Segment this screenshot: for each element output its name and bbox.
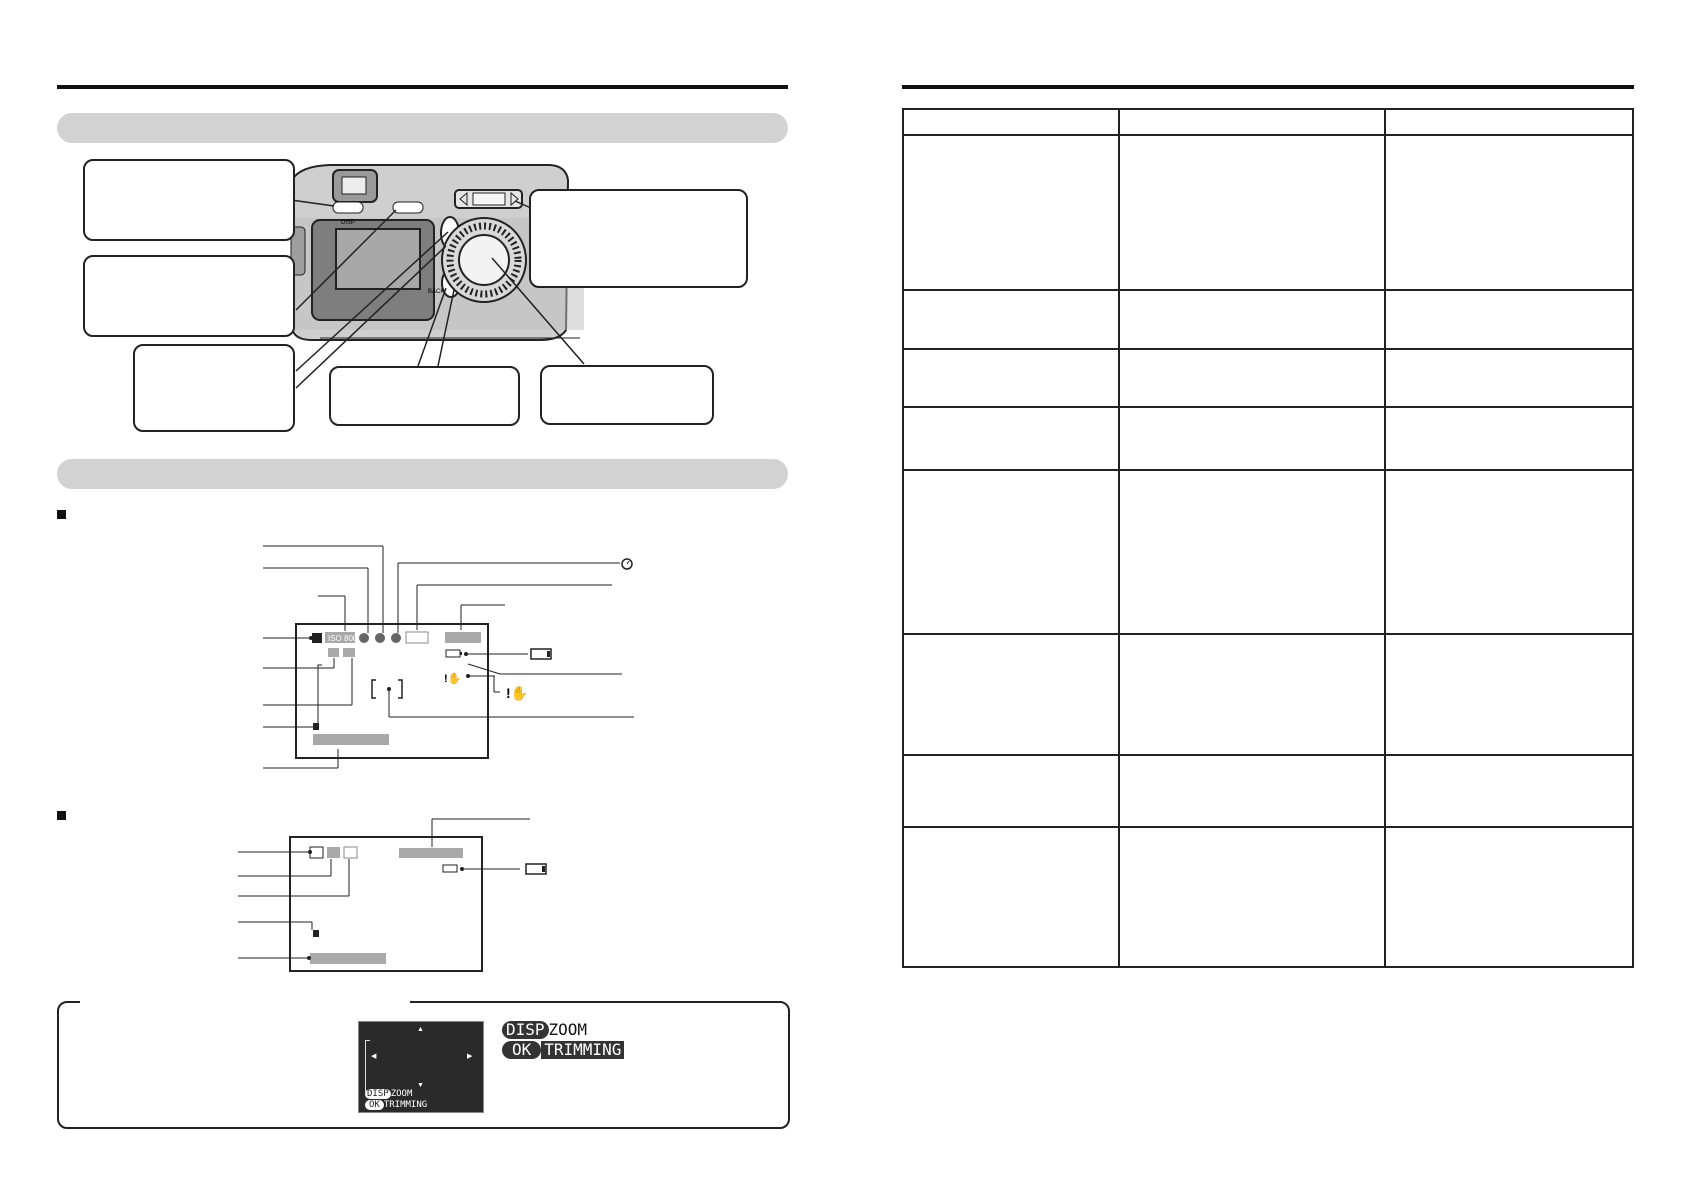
callout-menu-ok-button (133, 344, 295, 432)
ok-trimming-legend: OK TRIMMING (502, 1040, 625, 1059)
battery-icon (530, 648, 552, 660)
preview-zoom-label: ZOOM (390, 1089, 413, 1099)
table-header-cell (1384, 108, 1634, 136)
back-camera-label: BACK (428, 289, 444, 295)
camera-shake-warning-icon: !✋ (506, 685, 528, 701)
note-box-title-gap (80, 998, 410, 1004)
table-row (902, 289, 1634, 350)
preview-arrow-right: ▶ (467, 1053, 473, 1060)
self-timer-icon (621, 558, 633, 570)
trimming-label: TRIMMING (541, 1040, 625, 1059)
ok-badge: OK (502, 1040, 542, 1059)
callout-zoom-button (529, 189, 748, 288)
table-row (902, 406, 1634, 471)
right-header-rule (902, 85, 1634, 89)
playback-screen-diagram (238, 818, 547, 972)
table-header-row (902, 108, 1634, 136)
svg-text:!✋: !✋ (444, 672, 461, 685)
playback-mode-bullet (57, 811, 66, 820)
table-row (902, 633, 1634, 756)
callout-back-button (329, 366, 520, 426)
left-header-rule (57, 85, 788, 89)
disp-camera-label: DISP (341, 220, 355, 226)
preview-disp-badge: DISP (365, 1089, 391, 1099)
preview-arrow-left: ◀ (371, 1053, 377, 1060)
callout-flash-button (83, 255, 295, 337)
preview-arrow-up: ▲ (417, 1026, 424, 1033)
section-band-lcd-display (57, 459, 788, 489)
zoom-trimming-note-box (57, 1001, 790, 1129)
table-row (902, 826, 1634, 968)
disp-zoom-legend: DISP ZOOM (502, 1020, 587, 1039)
battery-icon-playback (525, 863, 547, 875)
preview-arrow-down: ▼ (417, 1082, 424, 1089)
table-row (902, 348, 1634, 408)
table-row (902, 469, 1634, 635)
shooting-screen-diagram: ISO 800 !✋ !✋ (263, 545, 634, 769)
table-header-cell (1118, 108, 1386, 136)
table-row (902, 134, 1634, 291)
section-band-camera-parts (57, 113, 788, 143)
table-row (902, 754, 1634, 828)
camera-illustration: DISP MENU /OK BACK (290, 164, 585, 389)
preview-bracket (365, 1040, 370, 1092)
spec-table (902, 108, 1634, 968)
preview-ok-badge: OK (365, 1100, 384, 1110)
zoom-label: ZOOM (548, 1020, 588, 1039)
callout-mode-dial (540, 365, 714, 425)
iso-badge: ISO 800 (328, 634, 358, 643)
preview-trimming-label: TRIMMING (383, 1100, 428, 1110)
disp-badge: DISP (502, 1020, 549, 1039)
shooting-mode-bullet (57, 510, 66, 519)
table-header-cell (902, 108, 1120, 136)
callout-disp-button (83, 159, 295, 241)
